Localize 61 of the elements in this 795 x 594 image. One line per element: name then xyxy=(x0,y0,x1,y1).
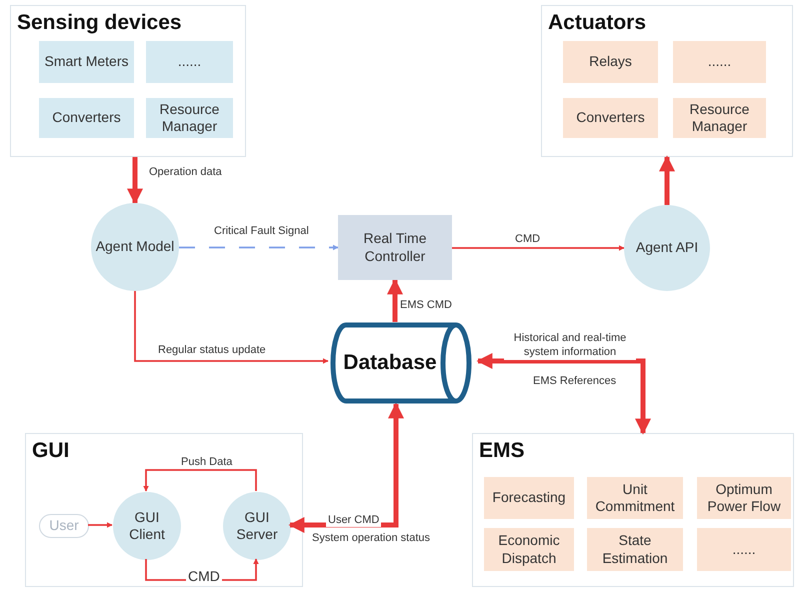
edge-label: User CMD xyxy=(326,513,382,528)
component-box xyxy=(39,98,134,138)
group-title: Actuators xyxy=(548,10,646,36)
component-box xyxy=(146,41,233,83)
arrow xyxy=(288,402,404,533)
component-box xyxy=(587,477,683,519)
edge-label: Operation data xyxy=(147,165,224,180)
node-label: ...... xyxy=(731,540,757,558)
node-label: Converters xyxy=(51,109,122,127)
arrow xyxy=(179,244,339,250)
node-label: ...... xyxy=(706,53,732,71)
node-label: Agent API xyxy=(634,239,700,257)
arrow xyxy=(134,291,329,364)
node-label: Real Time Controller xyxy=(362,230,428,265)
node-label: Resource Manager xyxy=(158,100,220,136)
group-panel xyxy=(472,433,794,587)
node-label: State Estimation xyxy=(601,532,669,567)
component-box xyxy=(673,98,766,138)
edge-label: Regular status update xyxy=(156,343,268,358)
node-label: Economic Dispatch xyxy=(497,532,561,567)
group-panel xyxy=(10,5,246,157)
group-title: Sensing devices xyxy=(17,10,182,36)
component-box xyxy=(697,477,791,519)
note-label: System operation status xyxy=(310,531,432,546)
node-label: Resource Manager xyxy=(688,100,750,136)
user-input-pill xyxy=(39,514,89,538)
node-label: ...... xyxy=(176,53,202,71)
component-box xyxy=(484,528,574,571)
component-box xyxy=(587,528,683,571)
node-label: Forecasting xyxy=(491,489,567,507)
node-label: Agent Model xyxy=(94,238,176,256)
component-box xyxy=(146,98,233,138)
arrow xyxy=(452,245,625,251)
component-box xyxy=(563,98,658,138)
node-label: User xyxy=(48,517,80,535)
node-label: Smart Meters xyxy=(43,53,130,71)
node-label: Unit Commitment xyxy=(594,480,676,516)
group-title: GUI xyxy=(32,438,70,464)
node-label: Converters xyxy=(575,109,646,127)
arrow xyxy=(476,353,651,435)
component-box xyxy=(484,477,574,519)
arrow xyxy=(387,278,403,322)
group-panel xyxy=(541,5,793,157)
edge-label: Historical and real-time system information xyxy=(504,331,636,360)
component-box xyxy=(563,41,658,83)
component-box xyxy=(338,215,452,280)
component-box xyxy=(697,528,791,571)
component-box xyxy=(39,41,134,83)
arrow xyxy=(127,157,143,205)
arrow xyxy=(659,155,675,205)
node-label: Optimum Power Flow xyxy=(706,480,782,516)
group-title: EMS xyxy=(479,438,525,464)
component-box xyxy=(673,41,766,83)
node-label: GUI Client xyxy=(128,508,166,544)
group-panel xyxy=(25,433,303,587)
arrow xyxy=(88,522,113,528)
node-label: Database xyxy=(343,350,437,376)
edge-label: Critical Fault Signal xyxy=(212,224,311,238)
arrow xyxy=(143,469,257,492)
node-label: GUI Server xyxy=(235,508,279,544)
node-label: Relays xyxy=(588,53,633,71)
